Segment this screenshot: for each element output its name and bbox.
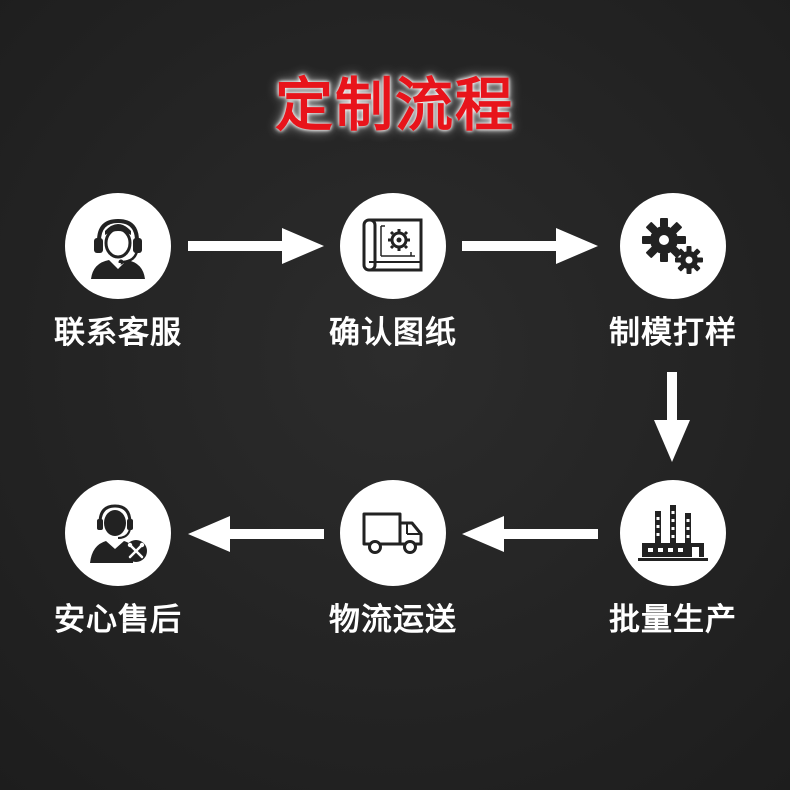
customer-service-icon — [91, 218, 145, 279]
step-confirm-drawing: 确认图纸 — [303, 193, 483, 353]
arrow-down-icon — [654, 372, 690, 462]
step-circle — [340, 193, 446, 299]
step-contact-service: 联系客服 — [28, 193, 208, 353]
step-circle — [65, 193, 171, 299]
step-circle — [620, 480, 726, 586]
step-circle — [65, 480, 171, 586]
page-title: 定制流程 — [274, 71, 515, 139]
factory-icon — [638, 505, 708, 561]
step-label: 批量生产 — [609, 602, 737, 638]
step-logistics: 物流运送 — [303, 480, 483, 640]
step-label: 制模打样 — [609, 315, 737, 351]
step-mass-production: 批量生产 — [583, 480, 763, 640]
blueprint-icon — [362, 218, 423, 272]
step-circle — [620, 193, 726, 299]
step-label: 联系客服 — [54, 315, 182, 351]
step-label: 安心售后 — [54, 602, 182, 638]
arrow-right-icon — [462, 228, 598, 264]
step-circle — [340, 480, 446, 586]
arrow-right-icon — [188, 228, 324, 264]
step-label: 确认图纸 — [329, 315, 457, 351]
arrow-left-icon — [188, 516, 324, 552]
gears-icon — [642, 218, 703, 274]
after-sales-support-icon — [90, 504, 147, 563]
step-mold-sample: 制模打样 — [583, 193, 763, 353]
step-label: 物流运送 — [329, 602, 457, 638]
arrow-left-icon — [462, 516, 598, 552]
step-after-sales: 安心售后 — [28, 480, 208, 640]
truck-icon — [362, 512, 423, 554]
